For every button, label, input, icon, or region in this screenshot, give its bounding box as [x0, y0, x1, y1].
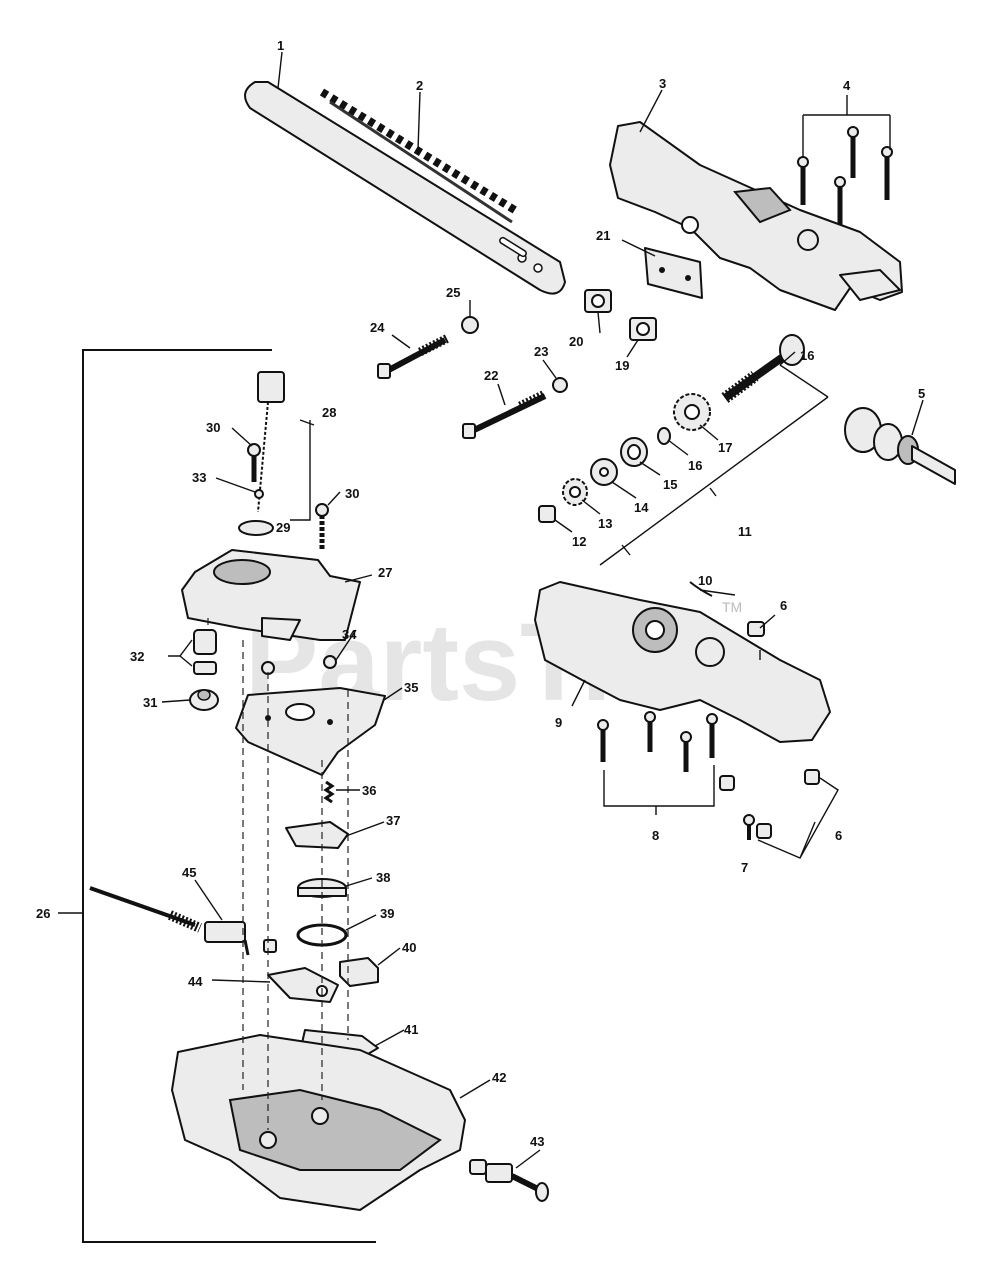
callout-10: 10: [698, 573, 712, 588]
drive-assembly-part-5: [844, 407, 956, 485]
bolt-part-24: [377, 333, 451, 379]
callout-13: 13: [598, 516, 612, 531]
screws-part-8: [597, 711, 718, 772]
sprocket-part-13: [562, 478, 588, 506]
callout-20: 20: [569, 334, 583, 349]
nut-part-6-b: [756, 823, 772, 839]
saw-chain-part: [319, 88, 521, 224]
group-bracket-26: [82, 349, 376, 1243]
callout-16-upper: 16: [800, 348, 814, 363]
callout-3: 3: [659, 76, 666, 91]
callout-labels: 1 2 3 4 5 6 6 7 8 9 10 11 12 13 14 15 16…: [36, 38, 925, 1149]
callout-22: 22: [484, 368, 498, 383]
guide-bar-part: [244, 81, 566, 295]
callout-27: 27: [378, 565, 392, 580]
callout-36: 36: [362, 783, 376, 798]
callout-12: 12: [572, 534, 586, 549]
callout-15: 15: [663, 477, 677, 492]
ring-part-29: [238, 520, 274, 536]
callout-2: 2: [416, 78, 423, 93]
nut-part-6-c: [719, 775, 735, 791]
callout-35: 35: [404, 680, 418, 695]
callout-16-lower: 16: [688, 458, 702, 473]
cylinder-part-32-upper: [193, 629, 217, 655]
callout-30-upper: 30: [206, 420, 220, 435]
callout-24: 24: [370, 320, 385, 335]
callout-19: 19: [615, 358, 629, 373]
callout-7: 7: [741, 860, 748, 875]
callout-39: 39: [380, 906, 394, 921]
callout-6-bottom: 6: [835, 828, 842, 843]
alignment-lines: [207, 618, 349, 1130]
callout-29: 29: [276, 520, 290, 535]
callout-4: 4: [843, 78, 851, 93]
screw-part-30-upper: [247, 443, 261, 482]
callout-23: 23: [534, 344, 548, 359]
callout-32: 32: [130, 649, 144, 664]
callout-31: 31: [143, 695, 157, 710]
plate-part-21: [644, 247, 703, 299]
callout-9: 9: [555, 715, 562, 730]
washer-part-25: [461, 316, 479, 334]
lever-part-37: [285, 821, 349, 849]
spring-part-36: [323, 780, 335, 804]
washer-part-23: [552, 377, 568, 393]
nut-part-6-top: [747, 621, 765, 637]
nut-part-12: [538, 505, 556, 523]
screw-part-7: [743, 814, 755, 840]
callout-28: 28: [322, 405, 336, 420]
block-part-40: [339, 957, 379, 987]
plate-part-35: [235, 687, 386, 776]
callout-5: 5: [918, 386, 925, 401]
bolt-part-22: [462, 389, 547, 439]
fitting-part-43: [469, 1159, 549, 1202]
washer-part-33: [254, 489, 264, 499]
ring-part-16: [657, 427, 671, 445]
nut-part-6-a: [804, 769, 820, 785]
bar-cover-part: [609, 121, 903, 311]
callout-40: 40: [402, 940, 416, 955]
callout-21: 21: [596, 228, 610, 243]
callout-8: 8: [652, 828, 659, 843]
callout-17: 17: [718, 440, 732, 455]
throttle-cable-part-45: [89, 886, 277, 956]
bearing-part-15: [620, 437, 648, 467]
washer-part-14: [590, 458, 618, 486]
callout-41: 41: [404, 1022, 418, 1037]
callout-34: 34: [342, 627, 357, 642]
watermark-trademark: TM: [722, 599, 742, 615]
callout-6-top: 6: [780, 598, 787, 613]
cylinder-part-32-lower: [193, 661, 217, 675]
callout-42: 42: [492, 1070, 506, 1085]
callout-37: 37: [386, 813, 400, 828]
gear-part-17: [673, 393, 711, 431]
screw-part-30-lower: [315, 503, 329, 550]
bracket-part-44: [267, 967, 339, 1003]
callout-25: 25: [446, 285, 460, 300]
screw-part-34-b: [323, 655, 337, 669]
nut-part-31: [189, 689, 219, 711]
callout-30-lower: 30: [345, 486, 359, 501]
callout-38: 38: [376, 870, 390, 885]
callout-11: 11: [738, 524, 752, 539]
housing-part-42: [171, 1034, 466, 1211]
leader-lines: [58, 51, 924, 1169]
top-cover-part-27: [181, 549, 361, 641]
callout-44: 44: [188, 974, 203, 989]
callout-26: 26: [36, 906, 50, 921]
callout-33: 33: [192, 470, 206, 485]
screws-part-4: [797, 126, 893, 225]
callout-1: 1: [277, 38, 284, 53]
shaft-part-18: [721, 334, 805, 403]
callout-14: 14: [634, 500, 649, 515]
callout-43: 43: [530, 1134, 544, 1149]
callout-45: 45: [182, 865, 196, 880]
